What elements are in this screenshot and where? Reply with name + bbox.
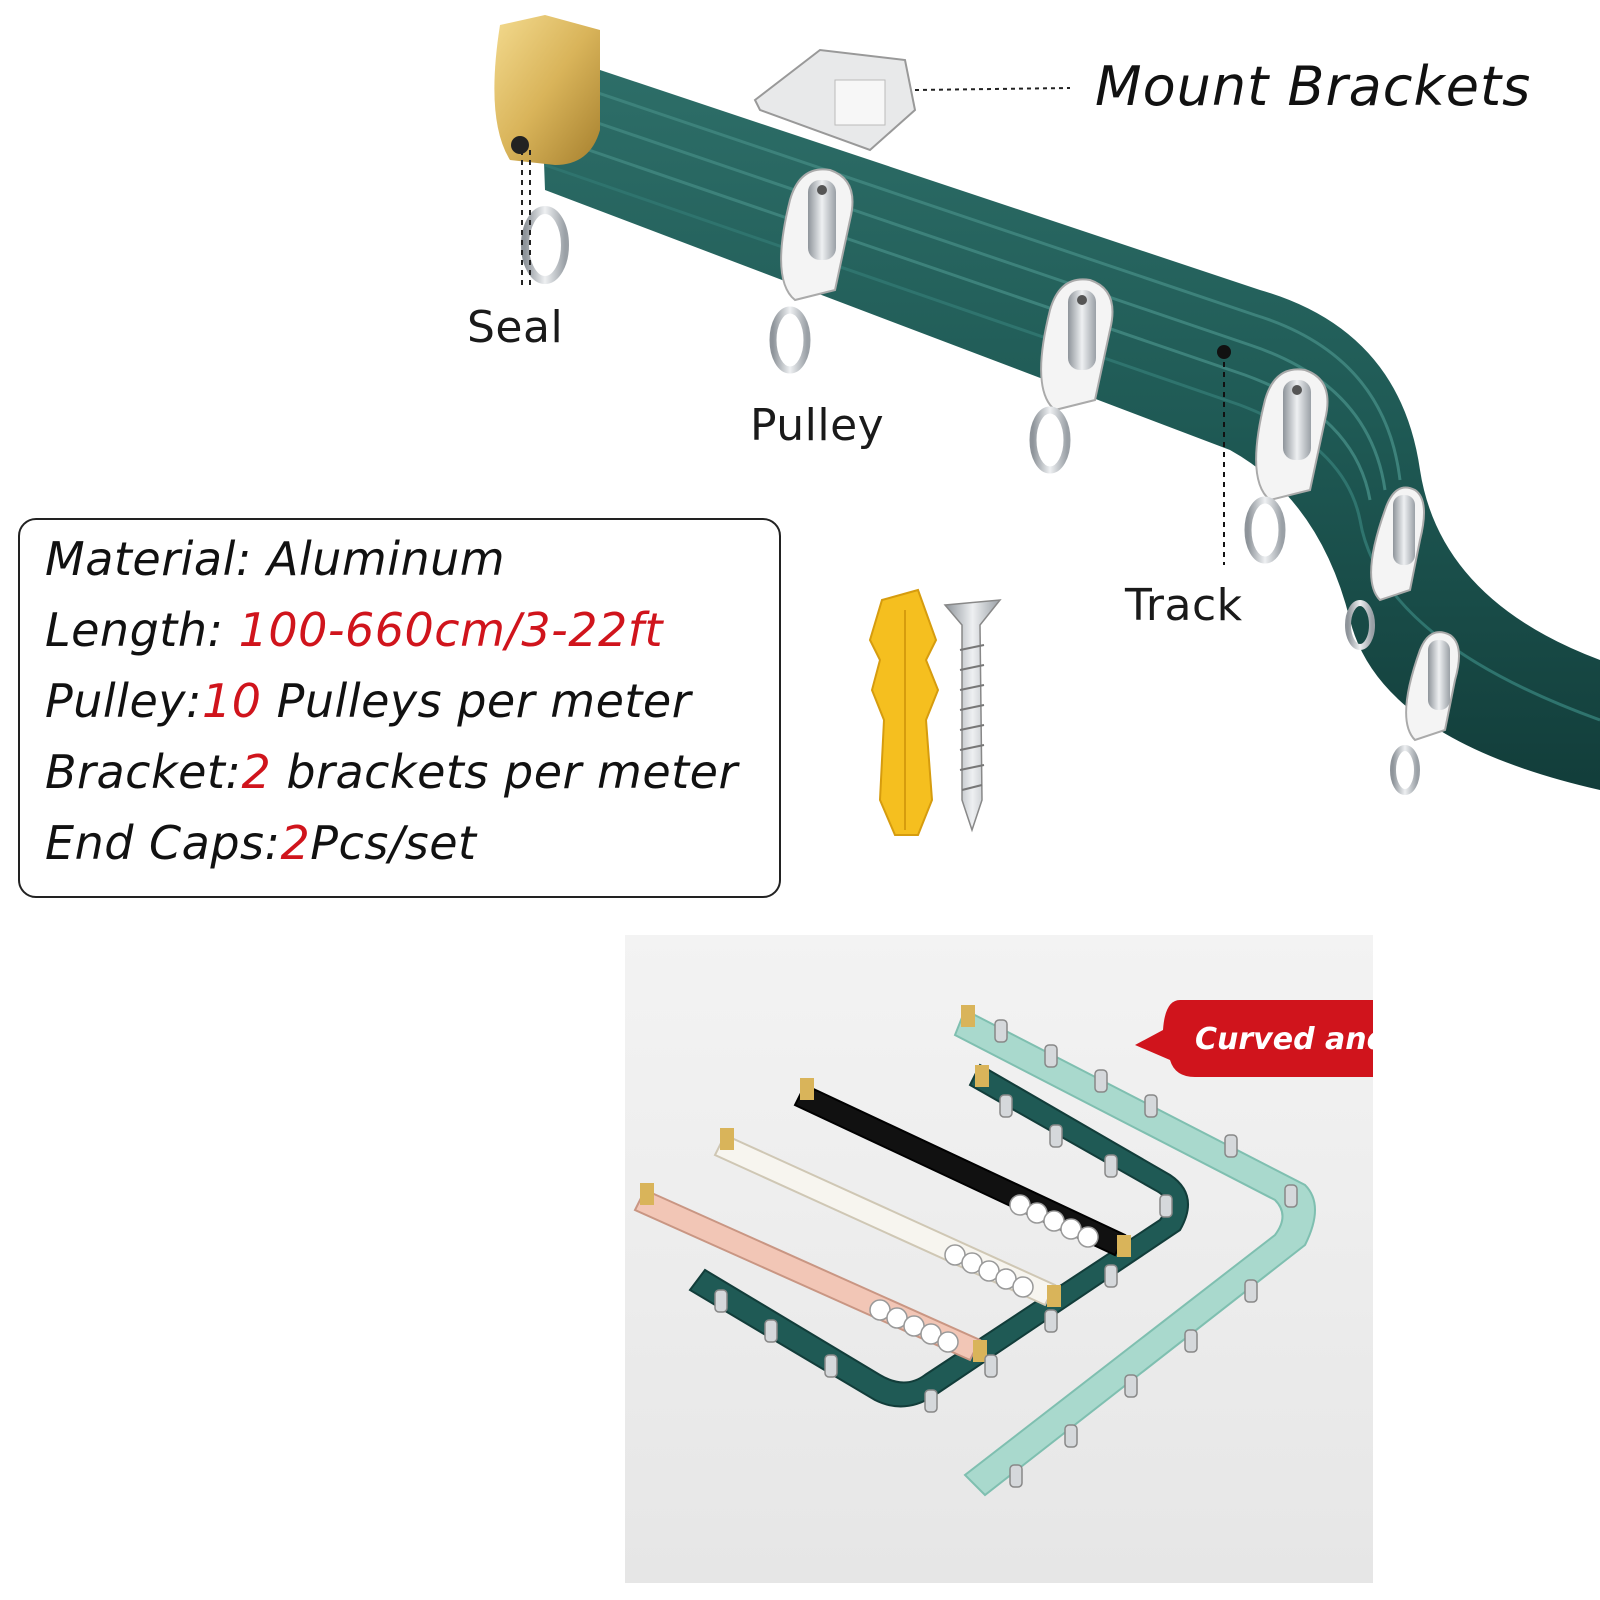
length-value: 100-660cm/3-22ft [238, 603, 664, 657]
length-label: Length: [45, 603, 239, 657]
mount-brackets-label: Mount Brackets [1095, 55, 1532, 118]
endcaps-spec-value: 2 [280, 816, 311, 870]
spec-pulley: Pulley:10 Pulleys per meter [45, 674, 691, 728]
bracket-spec-value: 2 [241, 745, 272, 799]
pulley-spec-label: Pulley: [45, 674, 202, 728]
product-photo: Curved and Straight [625, 935, 1373, 1583]
spec-endcaps: End Caps:2Pcs/set [45, 816, 477, 870]
track-illustration [494, 15, 1600, 836]
endcaps-spec-label: End Caps: [45, 816, 281, 870]
callout-text: Curved and Straight [1195, 1022, 1373, 1057]
pulley-spec-suffix: Pulleys per meter [261, 674, 692, 728]
light-track [953, 1008, 1316, 1497]
bracket-spec-suffix: brackets per meter [271, 745, 738, 799]
endcaps-spec-suffix: Pcs/set [310, 816, 477, 870]
track-label: Track [1125, 580, 1243, 631]
bracket-spec-label: Bracket: [45, 745, 242, 799]
spec-material: Material: Aluminum [45, 532, 505, 586]
screw [943, 599, 1002, 833]
pulley-spec-value: 10 [201, 674, 262, 728]
pulley-label: Pulley [750, 400, 885, 451]
spec-length: Length: 100-660cm/3-22ft [45, 603, 663, 657]
callout-bubble: Curved and Straight [1135, 1000, 1373, 1077]
pulley-5 [1390, 631, 1460, 795]
spec-box [18, 518, 781, 898]
pulley-2 [1029, 278, 1114, 474]
seal-label: Seal [467, 302, 564, 353]
pulley-3 [1244, 368, 1329, 564]
seal-endcap [494, 15, 600, 165]
pulley-4 [1345, 486, 1425, 650]
pulley-1 [769, 168, 854, 374]
material-text: Material: Aluminum [45, 532, 506, 586]
wall-anchor [868, 588, 940, 836]
spec-bracket: Bracket:2 brackets per meter [45, 745, 738, 799]
